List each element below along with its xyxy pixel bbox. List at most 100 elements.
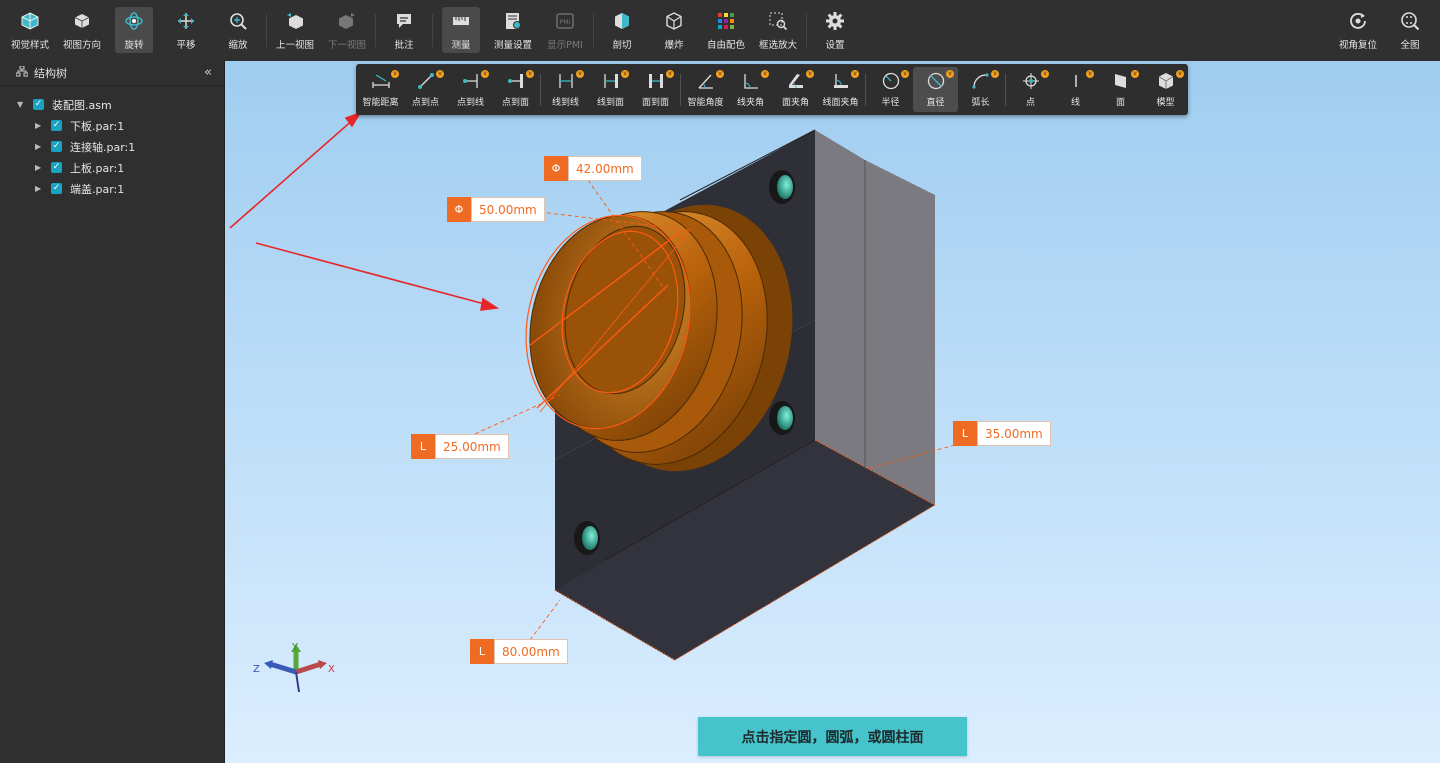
view-direction-label: 视图方向: [62, 40, 101, 51]
collapse-sidebar-button[interactable]: «: [204, 65, 212, 80]
explode-button[interactable]: 爆炸: [648, 0, 700, 61]
expand-caret-icon[interactable]: ▶: [35, 184, 42, 193]
dimension-label[interactable]: Φ 50.00mm: [447, 197, 545, 222]
dimension-value: 35.00mm: [977, 421, 1051, 446]
svg-text:PMI: PMI: [560, 19, 571, 26]
annotation-button[interactable]: 批注: [378, 0, 430, 61]
pmi-icon: PMI: [554, 10, 576, 32]
section-label: 剖切: [612, 40, 632, 51]
rotate-button[interactable]: 旋转: [108, 0, 160, 61]
point-icon: [1021, 71, 1041, 91]
face-angle-icon: [786, 71, 806, 91]
tree-node-assembly[interactable]: ▼ ✓ 装配图.asm: [0, 94, 224, 115]
visibility-checkbox[interactable]: ✓: [51, 120, 62, 131]
pan-label: 平移: [176, 40, 196, 51]
point-to-line-icon: [461, 71, 481, 91]
visual-style-button[interactable]: 视觉样式: [4, 0, 56, 61]
measure-button[interactable]: 测量: [435, 0, 487, 61]
visibility-checkbox[interactable]: ✓: [51, 141, 62, 152]
tree-node-part[interactable]: ▶ ✓ 端盖.par:1: [0, 178, 224, 199]
structure-tree-title: 结构树: [34, 67, 67, 80]
box-zoom-button[interactable]: 框选放大: [752, 0, 804, 61]
view-direction-icon: [71, 10, 93, 32]
reset-view-button[interactable]: 视角复位: [1332, 0, 1384, 61]
length-tag: L: [470, 639, 494, 664]
next-view-button[interactable]: 下一视图: [321, 0, 373, 61]
view-direction-button[interactable]: 视图方向: [56, 0, 108, 61]
tree-node-part[interactable]: ▶ ✓ 下板.par:1: [0, 115, 224, 136]
model-icon: [1156, 71, 1176, 91]
fit-all-icon: [1399, 10, 1421, 32]
gear-icon: [824, 10, 846, 32]
smart-angle-icon: [696, 71, 716, 91]
diameter-tag: Φ: [544, 156, 568, 181]
visibility-checkbox[interactable]: ✓: [51, 162, 62, 173]
dimension-label[interactable]: Φ 42.00mm: [544, 156, 642, 181]
rotate-icon: [123, 10, 145, 32]
dimension-label[interactable]: L 35.00mm: [953, 421, 1051, 446]
measure-settings-button[interactable]: 测量设置: [487, 0, 539, 61]
fit-all-button[interactable]: 全图: [1384, 0, 1436, 61]
box-zoom-icon: [767, 10, 789, 32]
line-to-face-icon: [601, 71, 621, 91]
free-color-button[interactable]: 自由配色: [700, 0, 752, 61]
tree-node-label: 装配图.asm: [52, 98, 112, 112]
expand-caret-icon[interactable]: ▼: [17, 100, 24, 109]
structure-tree-panel: 结构树 « ▼ ✓ 装配图.asm ▶ ✓ 下板.par:1 ▶ ✓ 连接轴.p…: [0, 61, 225, 763]
point-to-face-icon: [506, 71, 526, 91]
dimension-value: 50.00mm: [471, 197, 545, 222]
tree-node-part[interactable]: ▶ ✓ 上板.par:1: [0, 157, 224, 178]
measure-settings-label: 测量设置: [493, 40, 532, 51]
visibility-checkbox[interactable]: ✓: [33, 99, 44, 110]
explode-label: 爆炸: [664, 40, 684, 51]
3d-viewport[interactable]: [225, 61, 1440, 763]
dimension-label[interactable]: L 25.00mm: [411, 434, 509, 459]
expand-caret-icon[interactable]: ▶: [35, 142, 42, 151]
dimension-label[interactable]: L 80.00mm: [470, 639, 568, 664]
length-tag: L: [411, 434, 435, 459]
settings-button[interactable]: 设置: [809, 0, 861, 61]
pan-button[interactable]: 平移: [160, 0, 212, 61]
expand-caret-icon[interactable]: ▶: [35, 163, 42, 172]
box-zoom-label: 框选放大: [758, 40, 797, 51]
smart-distance-icon: [371, 71, 391, 91]
axis-y-label: Y: [292, 642, 299, 653]
zoom-button[interactable]: 缩放: [212, 0, 264, 61]
show-pmi-button[interactable]: PMI 显示PMI: [539, 0, 591, 61]
structure-tree-header: 结构树 «: [0, 61, 224, 86]
visibility-checkbox[interactable]: ✓: [51, 183, 62, 194]
prev-view-button[interactable]: 上一视图: [269, 0, 321, 61]
free-color-label: 自由配色: [706, 40, 745, 51]
section-button[interactable]: 剖切: [596, 0, 648, 61]
tree-node-label: 连接轴.par:1: [70, 140, 136, 154]
next-view-label: 下一视图: [327, 40, 366, 51]
line-to-line-icon: [556, 71, 576, 91]
diameter-icon: [926, 71, 946, 91]
dimension-value: 42.00mm: [568, 156, 642, 181]
tree-node-part[interactable]: ▶ ✓ 连接轴.par:1: [0, 136, 224, 157]
rotate-label: 旋转: [124, 40, 144, 51]
axis-z-label: Z: [253, 664, 260, 675]
expand-caret-icon[interactable]: ▶: [35, 121, 42, 130]
face-icon: [1111, 71, 1131, 91]
tree-node-label: 端盖.par:1: [70, 182, 125, 196]
